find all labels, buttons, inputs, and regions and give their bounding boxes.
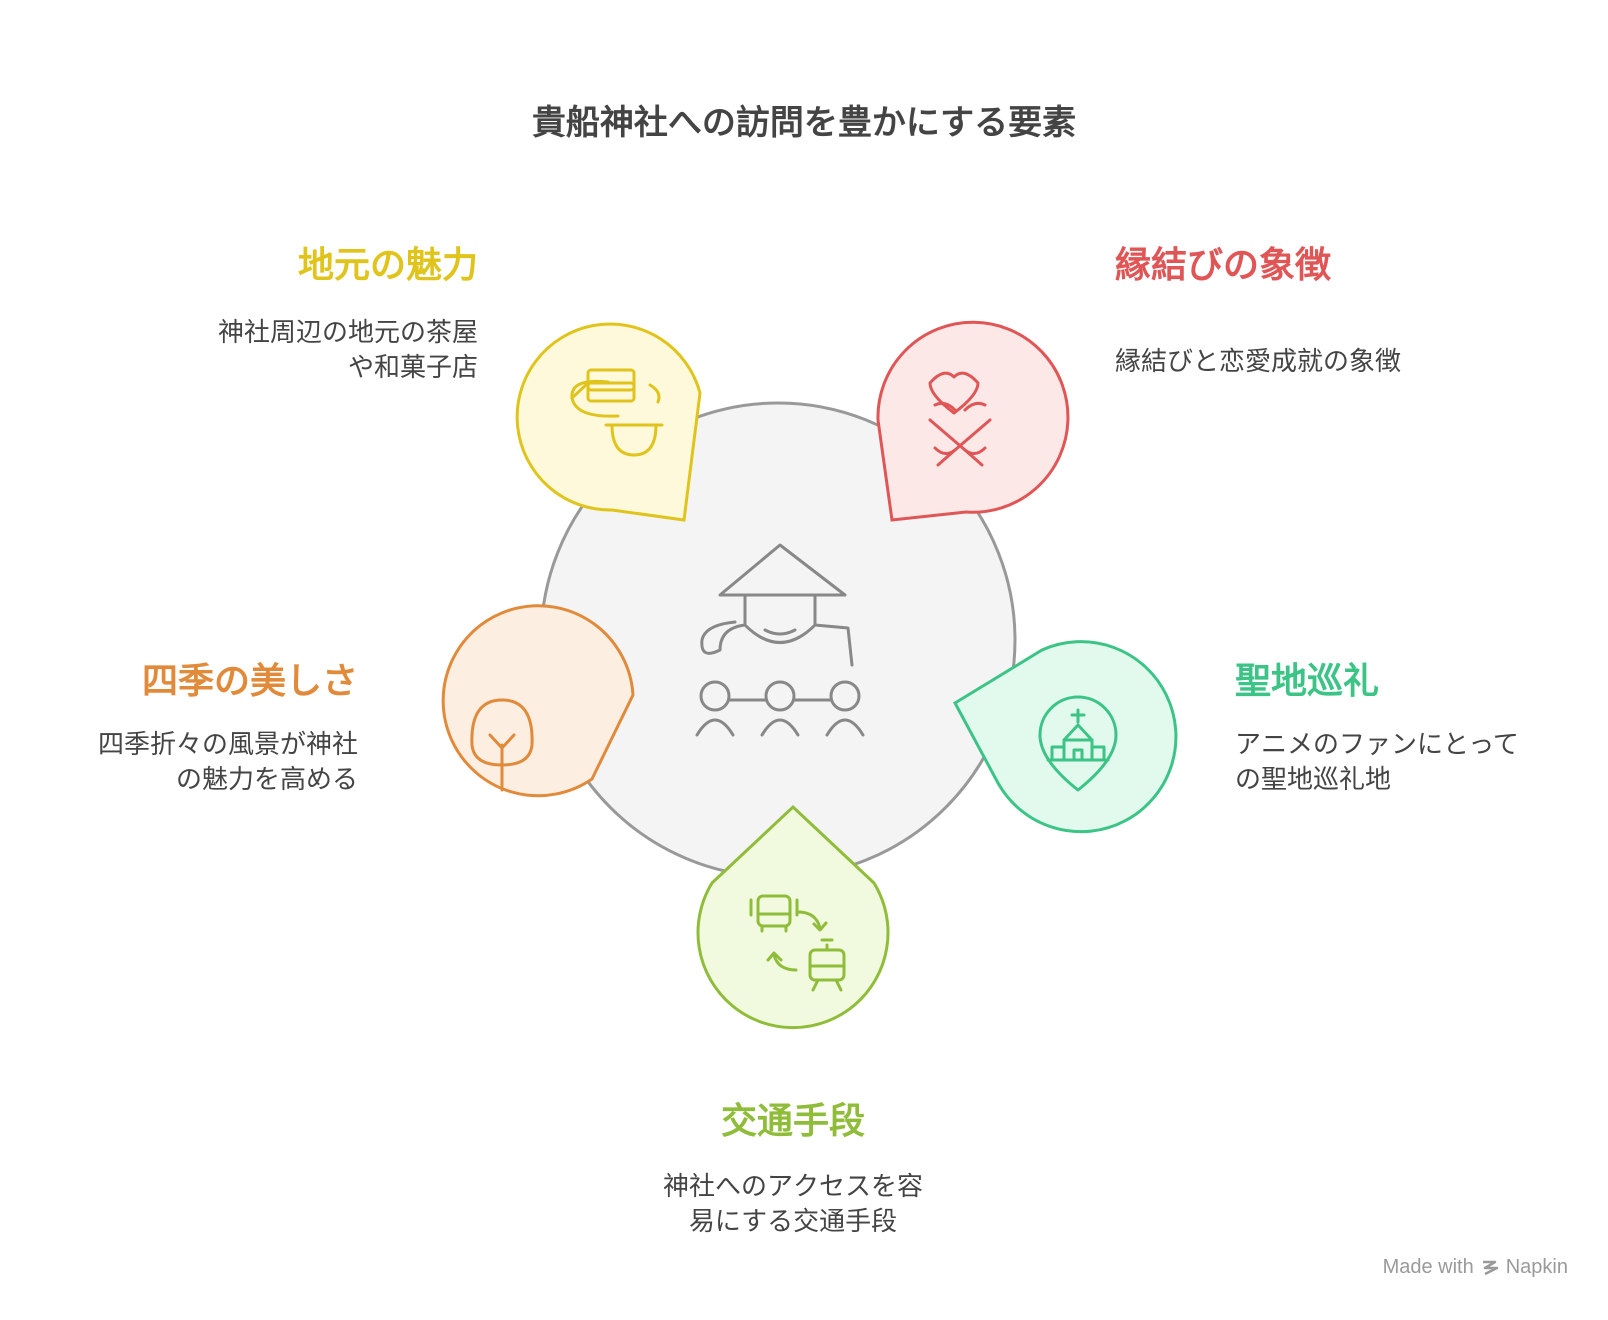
page-title: 貴船神社への訪問を豊かにする要素 <box>531 103 1077 143</box>
desc-line: アニメのファンにとって <box>1235 730 1519 760</box>
tree-icon <box>470 698 534 792</box>
desc-line: 縁結びと恋愛成就の象徴 <box>1115 347 1402 377</box>
desc-transport: 神社へのアクセスを容 易にする交通手段 <box>578 1170 1008 1240</box>
desc-line: の聖地巡礼地 <box>1235 765 1392 795</box>
desc-line: 神社周辺の地元の茶屋 <box>217 318 478 348</box>
heading-four-seasons: 四季の美しさ <box>141 661 358 702</box>
desc-line: や和菓子店 <box>347 353 478 383</box>
desc-line: の魅力を高める <box>175 765 358 795</box>
drop-en-musubi <box>876 320 1070 522</box>
napkin-logo-icon <box>1482 1260 1498 1275</box>
footer-attribution[interactable]: Made with Napkin <box>1383 1256 1568 1279</box>
desc-pilgrimage: アニメのファンにとって の聖地巡礼地 <box>1235 728 1519 798</box>
desc-line: 易にする交通手段 <box>688 1207 898 1237</box>
church-pin-icon <box>1038 695 1118 792</box>
bus-train-icon <box>749 894 846 992</box>
desc-line: 神社へのアクセスを容 <box>662 1172 923 1202</box>
drop-four-seasons <box>441 604 635 798</box>
heading-pilgrimage: 聖地巡礼 <box>1235 661 1380 702</box>
heart-hands-icon <box>928 371 992 467</box>
drop-transport <box>696 804 890 1030</box>
heading-en-musubi: 縁結びの象徴 <box>1115 245 1332 286</box>
heading-transport: 交通手段 <box>720 1101 865 1142</box>
desc-local-charm: 神社周辺の地元の茶屋 や和菓子店 <box>218 316 478 386</box>
desc-four-seasons: 四季折々の風景が神社 の魅力を高める <box>98 728 358 798</box>
heading-local-charm: 地元の魅力 <box>297 245 478 286</box>
desc-line: 四季折々の風景が神社 <box>97 730 358 760</box>
footer-text: Made with <box>1382 1256 1474 1278</box>
sweets-icon <box>570 368 664 457</box>
desc-en-musubi: 縁結びと恋愛成就の象徴 <box>1115 345 1401 380</box>
visitors-icon <box>695 543 865 737</box>
footer-brand: Napkin <box>1505 1256 1568 1278</box>
drop-local-charm <box>515 322 702 522</box>
